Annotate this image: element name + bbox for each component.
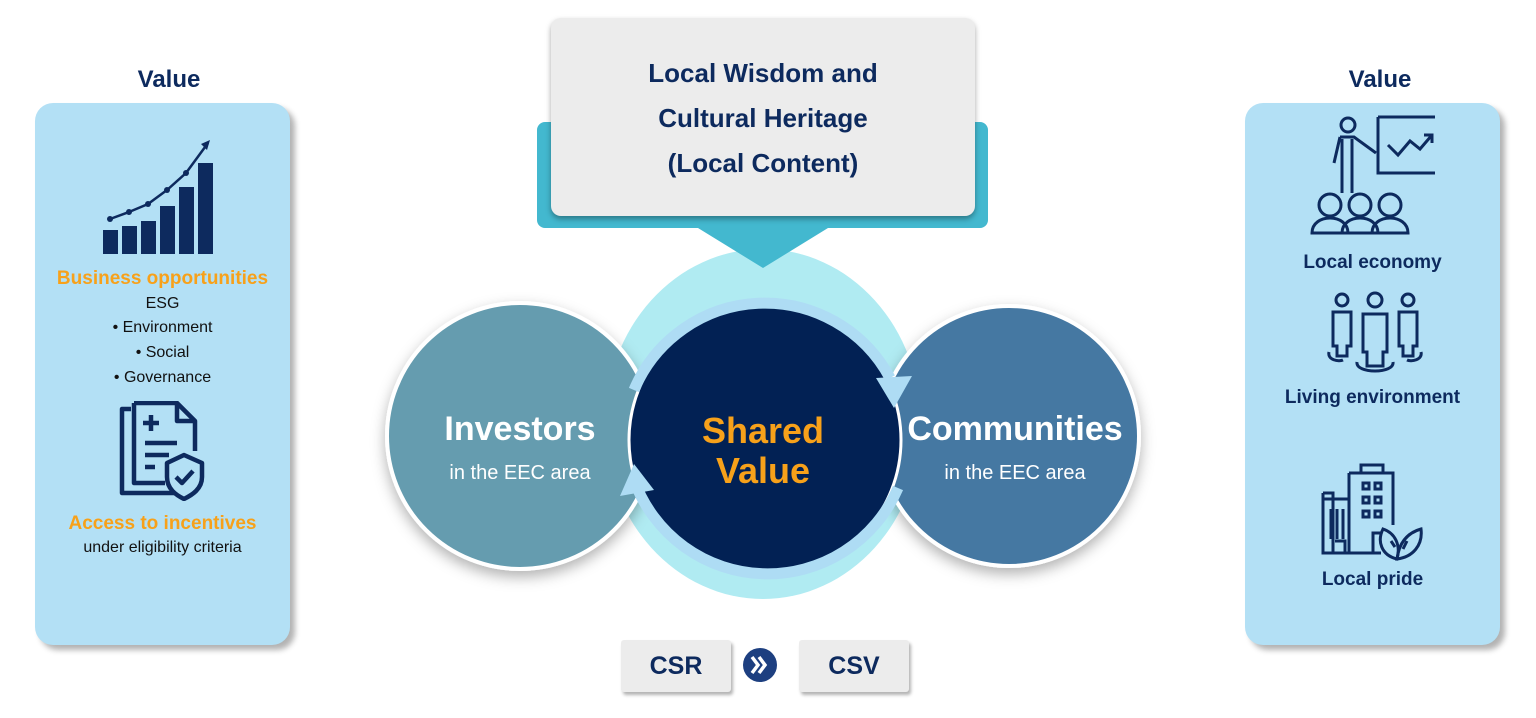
local-economy-label: Local economy <box>1303 252 1442 273</box>
csr-box: CSR <box>621 640 731 692</box>
local-content-line-2: Cultural Heritage <box>658 103 868 133</box>
people-group-icon <box>1327 291 1423 373</box>
esg-item-environment: • Environment <box>112 319 213 336</box>
investors-title: Investors <box>444 410 596 448</box>
local-content-box: Local Wisdom and Cultural Heritage (Loca… <box>551 18 975 216</box>
esg-item-governance: • Governance <box>113 369 212 386</box>
right-value-title: Value <box>1348 66 1412 93</box>
communities-title: Communities <box>907 410 1123 448</box>
cycle-arrows-icon <box>628 297 904 580</box>
esg-item-social: • Social <box>135 344 190 361</box>
growth-chart-icon <box>103 140 213 254</box>
incentives-subtitle: under eligibility criteria <box>83 539 242 556</box>
shared-value-line-2: Value <box>715 450 811 491</box>
csv-box: CSV <box>799 640 909 692</box>
living-environment-label: Living environment <box>1284 387 1461 408</box>
left-value-title: Value <box>137 66 201 93</box>
access-to-incentives-heading: Access to incentives <box>68 513 257 534</box>
right-value-panel: Local economy Living environment <box>1245 103 1500 645</box>
business-opportunities-heading: Business opportunities <box>56 268 269 289</box>
shared-value-line-1: Shared <box>701 410 825 451</box>
document-shield-icon <box>119 401 205 501</box>
local-pride-label: Local pride <box>1321 569 1424 590</box>
banner-pointer <box>698 228 828 268</box>
presentation-audience-icon <box>1310 115 1435 235</box>
local-content-line-3: (Local Content) <box>667 148 859 178</box>
local-content-line-1: Local Wisdom and <box>648 58 878 88</box>
communities-subtitle: in the EEC area <box>944 462 1086 484</box>
esg-label: ESG <box>145 295 180 312</box>
building-leaf-icon <box>1321 463 1423 561</box>
left-value-panel: Business opportunities ESG • Environment… <box>35 103 290 645</box>
investors-subtitle: in the EEC area <box>449 462 591 484</box>
